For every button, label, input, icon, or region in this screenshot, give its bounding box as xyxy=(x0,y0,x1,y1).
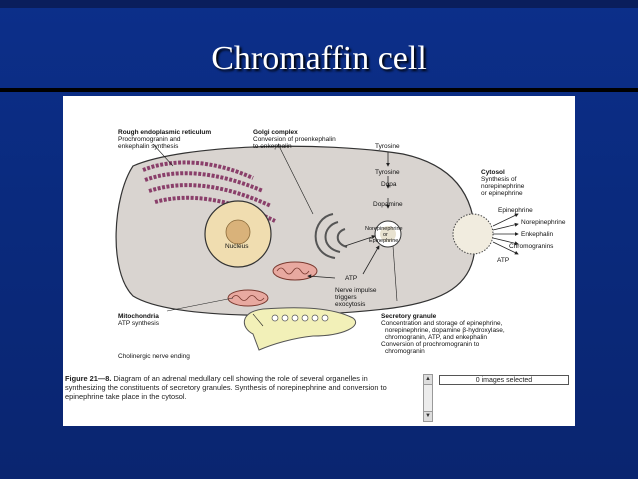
label-cholinergic: Cholinergic nerve ending xyxy=(118,353,190,360)
label-ne3: Epinephrine xyxy=(369,238,398,244)
label-cytosol-sub1: Synthesis of xyxy=(481,176,517,183)
label-nerve2: triggers xyxy=(335,294,357,301)
label-cytosol: Cytosol xyxy=(481,169,505,176)
exocytosed-granule xyxy=(452,213,494,255)
label-golgi-sub1: Conversion of proenkephalin xyxy=(253,136,336,143)
label-out-enkephalin: Enkephalin xyxy=(521,231,554,238)
label-golgi: Golgi complex xyxy=(253,129,298,136)
label-sec5: chromogranin xyxy=(385,348,425,355)
label-secretory: Secretory granule xyxy=(381,313,437,320)
label-tyrosine-in: Tyrosine xyxy=(375,169,400,176)
label-rer: Rough endoplasmic reticulum xyxy=(118,129,211,136)
label-nerve1: Nerve impulse xyxy=(335,287,377,294)
label-sec2: norepinephrine, dopamine β-hydroxylase, xyxy=(385,327,505,334)
cell-membrane xyxy=(115,145,476,316)
caption-scrollbar[interactable]: ▲ ▼ xyxy=(423,374,433,422)
label-sec4: Conversion of prochromogranin to xyxy=(381,341,480,348)
label-rer-sub2: enkephalin synthesis xyxy=(118,143,179,150)
label-tyrosine-out: Tyrosine xyxy=(375,143,400,150)
caption-text: Diagram of an adrenal medullary cell sho… xyxy=(65,374,387,401)
images-selected-box: 0 images selected xyxy=(439,375,569,385)
slide-title: Chromaffin cell xyxy=(211,40,427,77)
figure-frame: Rough endoplasmic reticulum Prochromogra… xyxy=(63,96,575,426)
label-sec3: chromogranin, ATP, and enkephalin xyxy=(385,334,487,341)
synaptic-vesicles xyxy=(271,314,329,322)
mitochondria xyxy=(227,261,318,307)
figure-caption: Figure 21—8. Diagram of an adrenal medul… xyxy=(65,374,410,401)
label-ne2: or xyxy=(383,232,388,238)
top-stripe xyxy=(0,0,638,8)
label-golgi-sub2: to enkephalin xyxy=(253,143,292,150)
label-dopa: Dopa xyxy=(381,181,397,188)
label-out-atp: ATP xyxy=(497,257,509,264)
label-ne1: Norepinephrine xyxy=(365,226,403,232)
rough-er xyxy=(142,160,276,223)
scroll-down-button[interactable]: ▼ xyxy=(424,411,432,421)
nerve-ending xyxy=(244,307,356,351)
label-out-epinephrine: Epinephrine xyxy=(498,207,533,214)
golgi-complex xyxy=(314,213,348,259)
label-atp-inner: ATP xyxy=(345,275,357,282)
label-rer-sub1: Prochromogranin and xyxy=(118,136,181,143)
label-dopamine: Dopamine xyxy=(373,201,403,208)
label-out-chromogranins: Chromogranins xyxy=(509,243,554,250)
scroll-up-button[interactable]: ▲ xyxy=(424,375,432,385)
chromaffin-cell-diagram: Rough endoplasmic reticulum Prochromogra… xyxy=(115,129,566,360)
label-cytosol-sub2: norepinephrine xyxy=(481,183,525,190)
label-mito: Mitochondria xyxy=(118,313,159,320)
figure-label: Figure 21—8. xyxy=(65,374,112,383)
label-nerve3: exocytosis xyxy=(335,301,366,308)
title-divider xyxy=(0,88,638,92)
label-nucleus: Nucleus xyxy=(225,243,249,250)
label-sec1: Concentration and storage of epinephrine… xyxy=(381,320,503,327)
label-cytosol-sub3: or epinephrine xyxy=(481,190,523,197)
label-mito-sub: ATP synthesis xyxy=(118,320,160,327)
label-out-norepinephrine: Norepinephrine xyxy=(521,219,566,226)
